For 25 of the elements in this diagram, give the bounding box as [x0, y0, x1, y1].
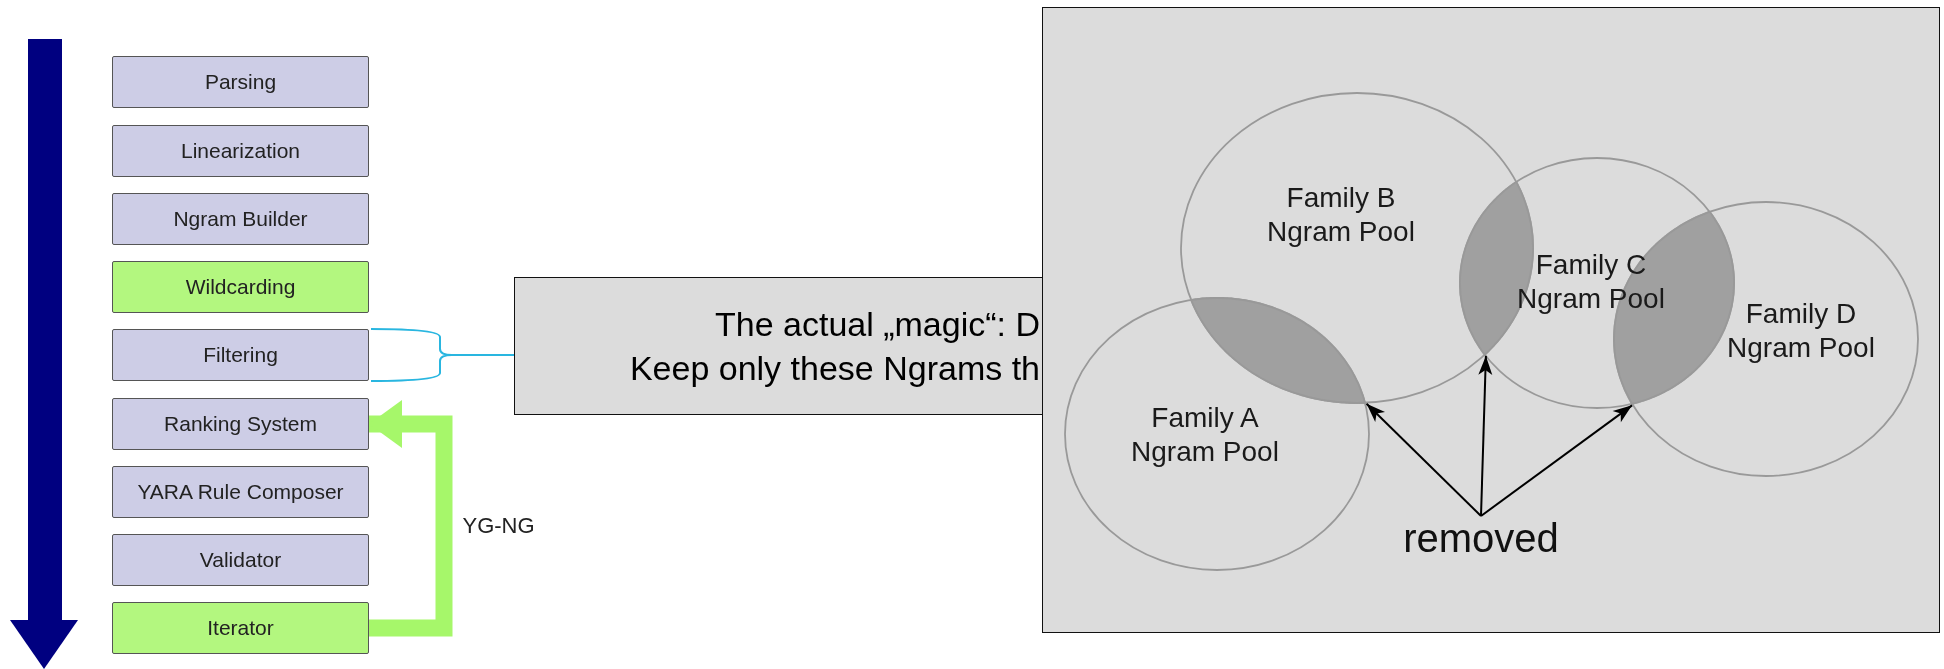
pool-label: Family B Ngram Pool	[1266, 181, 1416, 249]
diagram-panel	[1042, 7, 1940, 633]
bracket-connector	[370, 328, 515, 382]
process-box: Filtering	[112, 329, 369, 381]
process-box: Linearization	[112, 125, 369, 177]
process-box: YARA Rule Composer	[112, 466, 369, 518]
process-box: Ngram Builder	[112, 193, 369, 245]
process-box: Validator	[112, 534, 369, 586]
arrow	[369, 400, 453, 637]
arrow	[1480, 404, 1634, 517]
callout-text: The actual „magic“: D	[715, 304, 1040, 345]
overlap-region	[1190, 297, 1367, 404]
pool-label: Family D Ngram Pool	[1726, 297, 1876, 365]
pool-label: Family C Ngram Pool	[1516, 248, 1666, 316]
process-box: Iterator	[112, 602, 369, 654]
callout-text: Keep only these Ngrams th	[629, 348, 1040, 389]
arrow	[1365, 402, 1482, 517]
callout-box	[514, 277, 1042, 415]
process-box: Ranking System	[112, 398, 369, 450]
removed-label: removed	[1403, 516, 1559, 560]
process-box: Wildcarding	[112, 261, 369, 313]
arrow	[1478, 354, 1493, 517]
process-box: Parsing	[112, 56, 369, 108]
pool-label: Family A Ngram Pool	[1130, 401, 1280, 469]
pool-ellipse	[1064, 297, 1370, 571]
